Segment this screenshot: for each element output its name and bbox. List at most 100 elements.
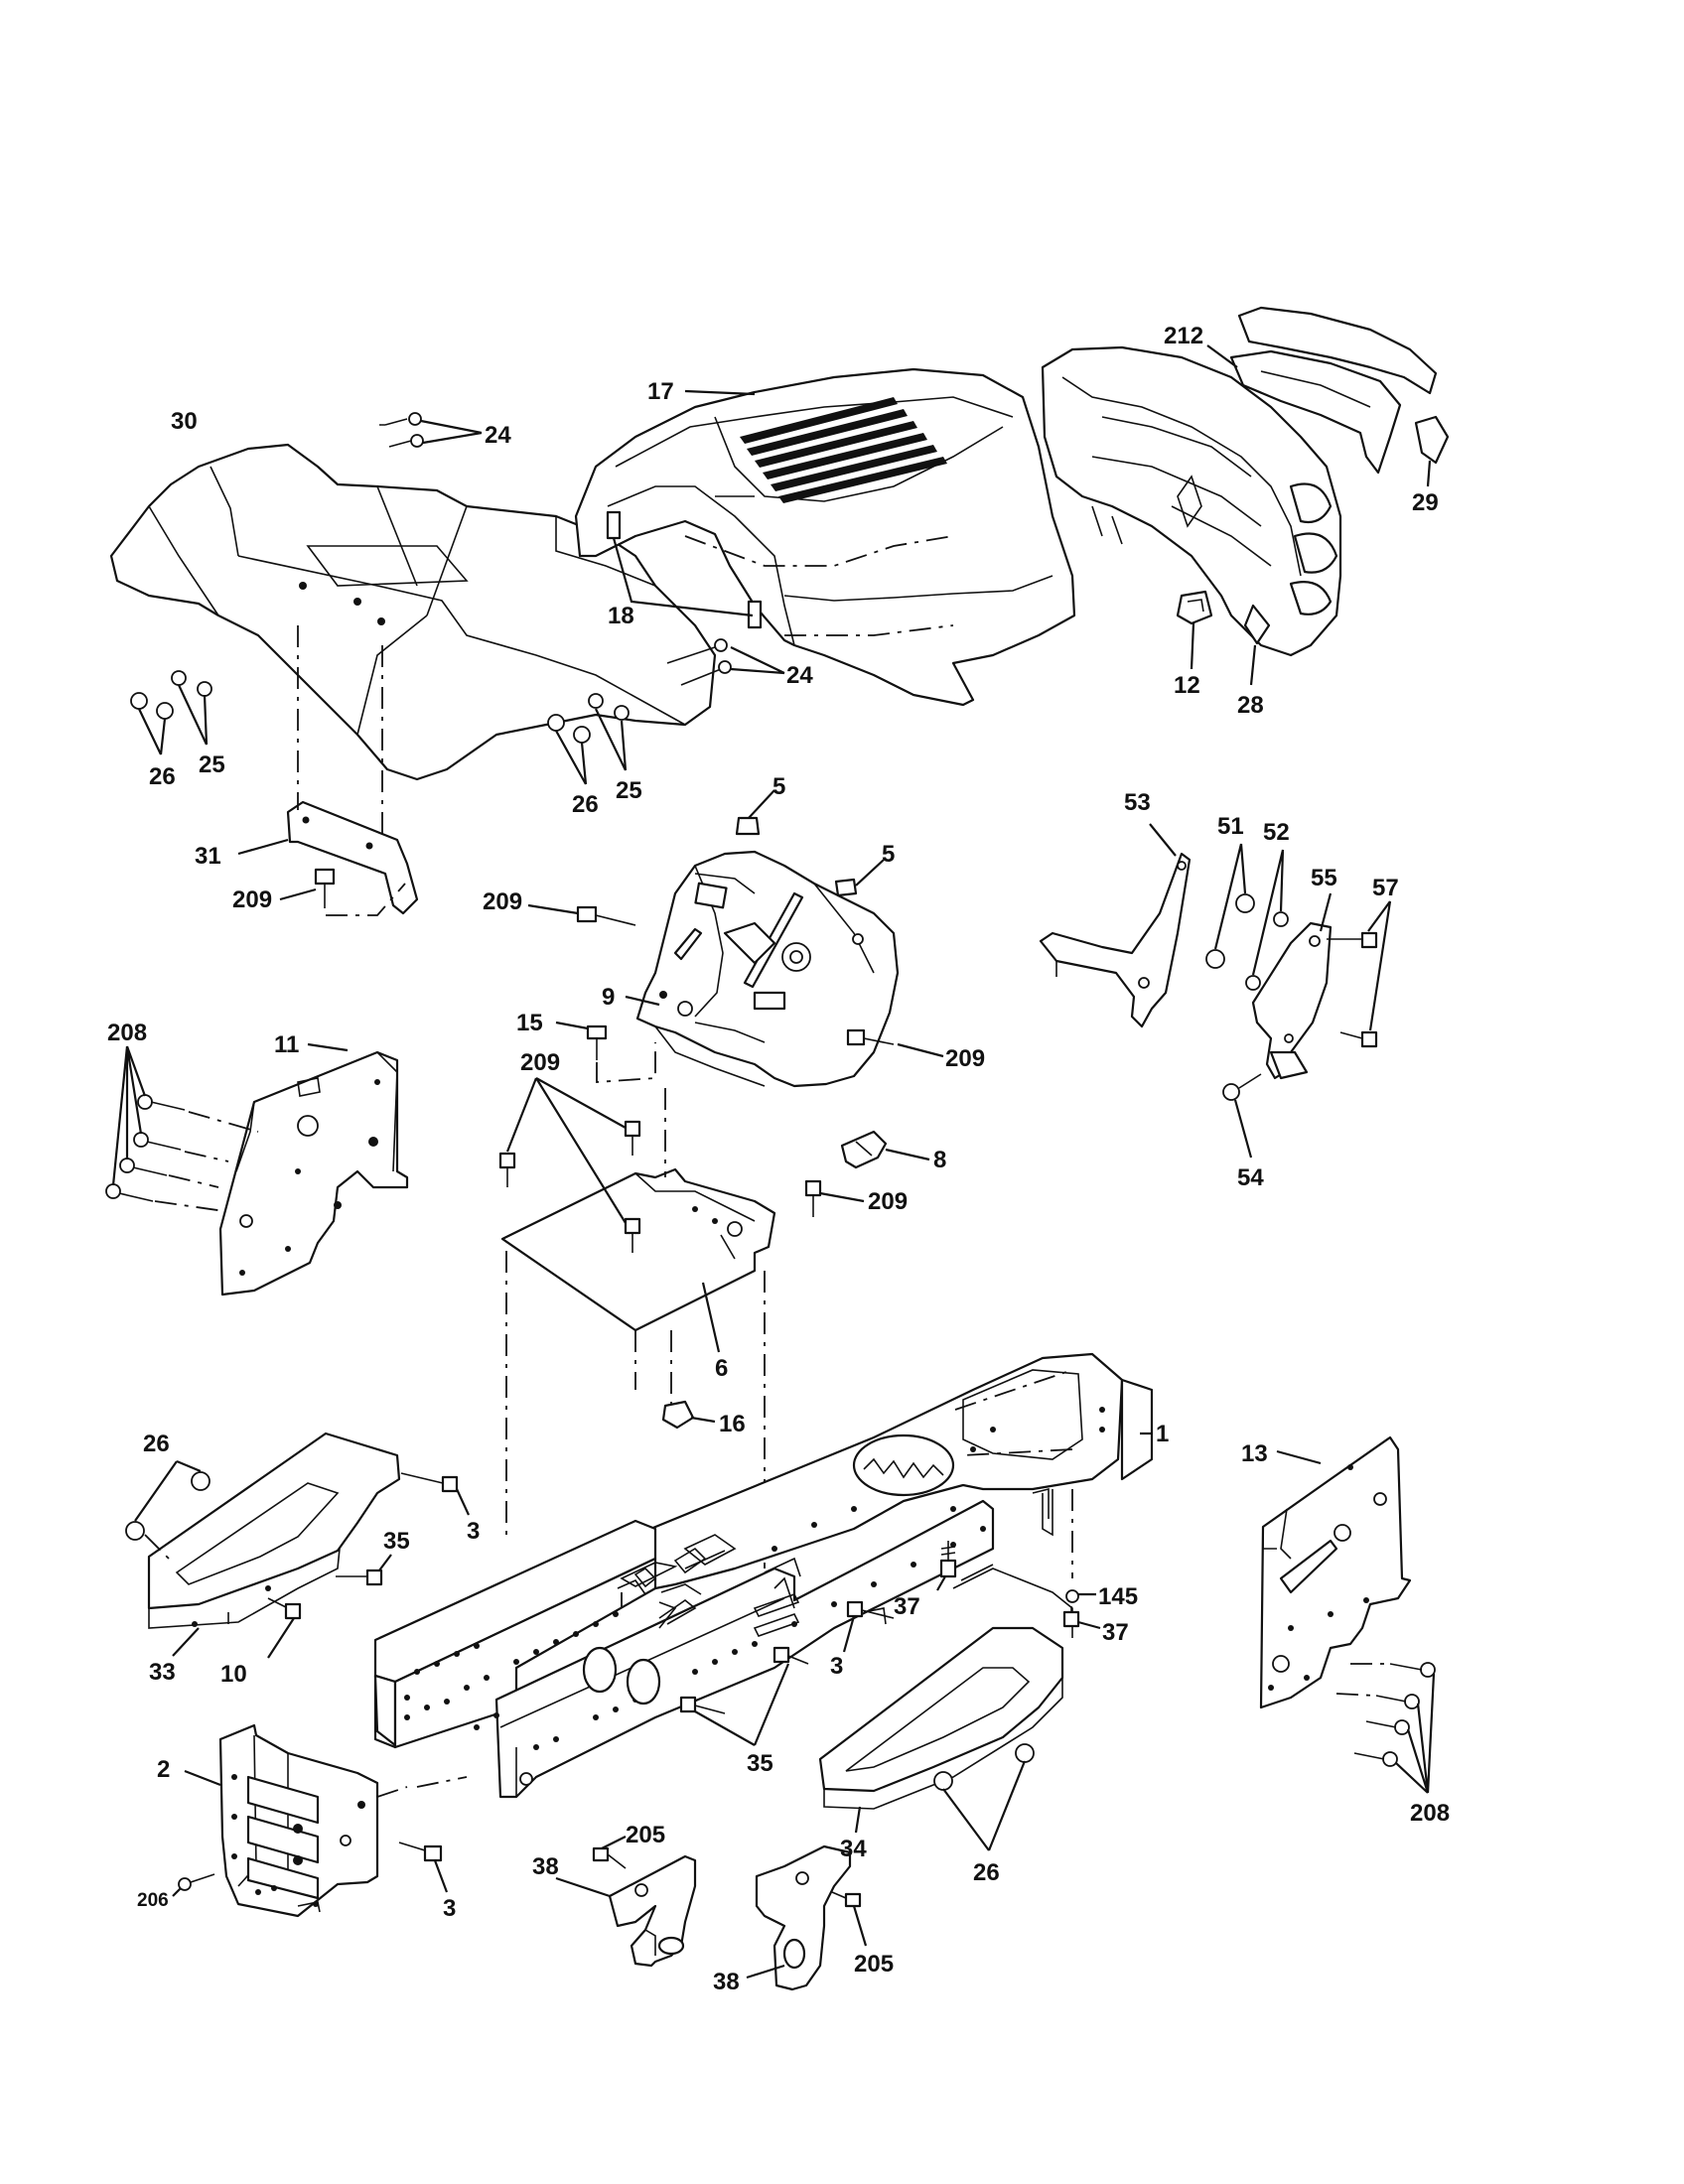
bracket-part-53 <box>1039 823 1192 1028</box>
bolt-209-dash-right <box>846 1028 944 1058</box>
nuts-washers-right <box>547 693 630 785</box>
lamp-part-29 <box>1414 415 1450 487</box>
label-209a: 209 <box>232 887 272 913</box>
label-16: 16 <box>719 1411 746 1437</box>
label-28: 28 <box>1237 692 1264 719</box>
bolt-145 <box>1065 1589 1096 1603</box>
hood-vent-slats <box>740 397 947 503</box>
label-24b: 24 <box>786 662 813 689</box>
side-panel-part-11 <box>218 1042 409 1297</box>
label-38a: 38 <box>532 1853 559 1880</box>
label-38b: 38 <box>713 1969 740 1995</box>
bolt-35-left <box>336 1554 392 1586</box>
label-1: 1 <box>1156 1421 1169 1447</box>
side-panel-part-13 <box>1259 1435 1412 1709</box>
label-52: 52 <box>1263 819 1290 846</box>
lens-part-212 <box>1206 306 1438 475</box>
bolt-part-15 <box>555 1021 656 1083</box>
callout-labels: 1 2 3 3 3 5 5 6 8 9 10 11 12 13 15 16 17… <box>107 323 1450 1995</box>
label-37a: 37 <box>894 1593 920 1620</box>
label-9: 9 <box>602 984 615 1011</box>
label-57: 57 <box>1372 875 1399 901</box>
bolt-205-right <box>831 1891 868 1947</box>
nuts-26-right-footrest <box>933 1743 1035 1851</box>
bolt-3-frame <box>842 1600 895 1653</box>
bracket-part-55 <box>1251 892 1333 1080</box>
bolts-57 <box>1327 900 1392 1048</box>
label-26b: 26 <box>572 791 599 818</box>
label-5a: 5 <box>772 773 785 800</box>
bracket-part-38-left <box>555 1854 697 1968</box>
bolt-group-24-top <box>379 412 483 448</box>
bolt-group-24-right <box>666 638 785 686</box>
label-209b: 209 <box>483 888 522 915</box>
label-3a: 3 <box>467 1518 480 1545</box>
clip-part-12 <box>1176 590 1213 670</box>
label-37b: 37 <box>1102 1619 1129 1646</box>
bracket-part-38-right <box>746 1844 852 1991</box>
label-205b: 205 <box>854 1951 894 1978</box>
nuts-26-left-footrest <box>125 1459 210 1560</box>
bolt-209-panel-group <box>498 1077 641 1253</box>
label-208a: 208 <box>107 1020 147 1046</box>
grille-part-28 <box>1041 345 1342 686</box>
label-11: 11 <box>274 1031 299 1058</box>
label-24a: 24 <box>485 422 511 449</box>
bolt-part-10 <box>267 1597 302 1659</box>
label-25a: 25 <box>199 751 225 778</box>
footrest-part-33 <box>147 1432 401 1657</box>
label-15: 15 <box>516 1010 543 1036</box>
label-13: 13 <box>1241 1440 1268 1467</box>
label-2: 2 <box>157 1756 170 1783</box>
label-53: 53 <box>1124 789 1151 816</box>
bolt-3-bracket <box>398 1842 449 1893</box>
bolt-group-208-right <box>1335 1662 1436 1794</box>
label-209c: 209 <box>945 1045 985 1072</box>
panel-part-6 <box>500 1088 776 1569</box>
bolt-part-206 <box>172 1873 215 1897</box>
label-17: 17 <box>647 378 674 405</box>
frame-part-1 <box>373 1352 1154 1799</box>
label-18: 18 <box>608 603 634 629</box>
bolt-37-upper <box>936 1541 957 1591</box>
bolt-209-dash-left <box>527 903 636 926</box>
bolt-3-footrest <box>400 1472 470 1516</box>
clamp-part-8 <box>840 1130 930 1169</box>
label-212: 212 <box>1164 323 1203 349</box>
bracket-part-31 <box>237 625 419 916</box>
label-208b: 208 <box>1410 1800 1450 1827</box>
label-209e: 209 <box>868 1188 908 1215</box>
label-10: 10 <box>220 1661 247 1688</box>
bolt-part-54 <box>1222 1073 1262 1159</box>
label-3c: 3 <box>443 1895 456 1922</box>
bolt-209-panel-right <box>804 1179 865 1217</box>
label-31: 31 <box>195 843 221 870</box>
washers-51-52 <box>1205 843 1289 991</box>
fender-part-30 <box>109 443 717 781</box>
hood-part-17 <box>574 367 1076 707</box>
label-206: 206 <box>137 1890 169 1911</box>
label-6: 6 <box>715 1355 728 1382</box>
label-26a: 26 <box>149 763 176 790</box>
dash-panel-part-9 <box>625 850 900 1088</box>
bracket-part-2 <box>184 1723 408 1918</box>
label-35a: 35 <box>383 1528 410 1555</box>
label-35b: 35 <box>747 1750 773 1777</box>
footrest-part-34 <box>818 1564 1073 1834</box>
label-8: 8 <box>933 1147 946 1173</box>
label-29: 29 <box>1412 489 1439 516</box>
label-34: 34 <box>840 1836 867 1862</box>
label-3b: 3 <box>830 1653 843 1680</box>
label-205a: 205 <box>626 1822 665 1848</box>
label-25b: 25 <box>616 777 642 804</box>
label-33: 33 <box>149 1659 176 1686</box>
label-51: 51 <box>1217 813 1244 840</box>
label-54: 54 <box>1237 1164 1264 1191</box>
label-5b: 5 <box>882 841 895 868</box>
label-145: 145 <box>1098 1583 1138 1610</box>
bolt-205-left <box>592 1836 627 1869</box>
label-26c: 26 <box>143 1431 170 1457</box>
bolt-group-208-left <box>105 1045 259 1212</box>
bolt-37-lower <box>1062 1606 1101 1630</box>
